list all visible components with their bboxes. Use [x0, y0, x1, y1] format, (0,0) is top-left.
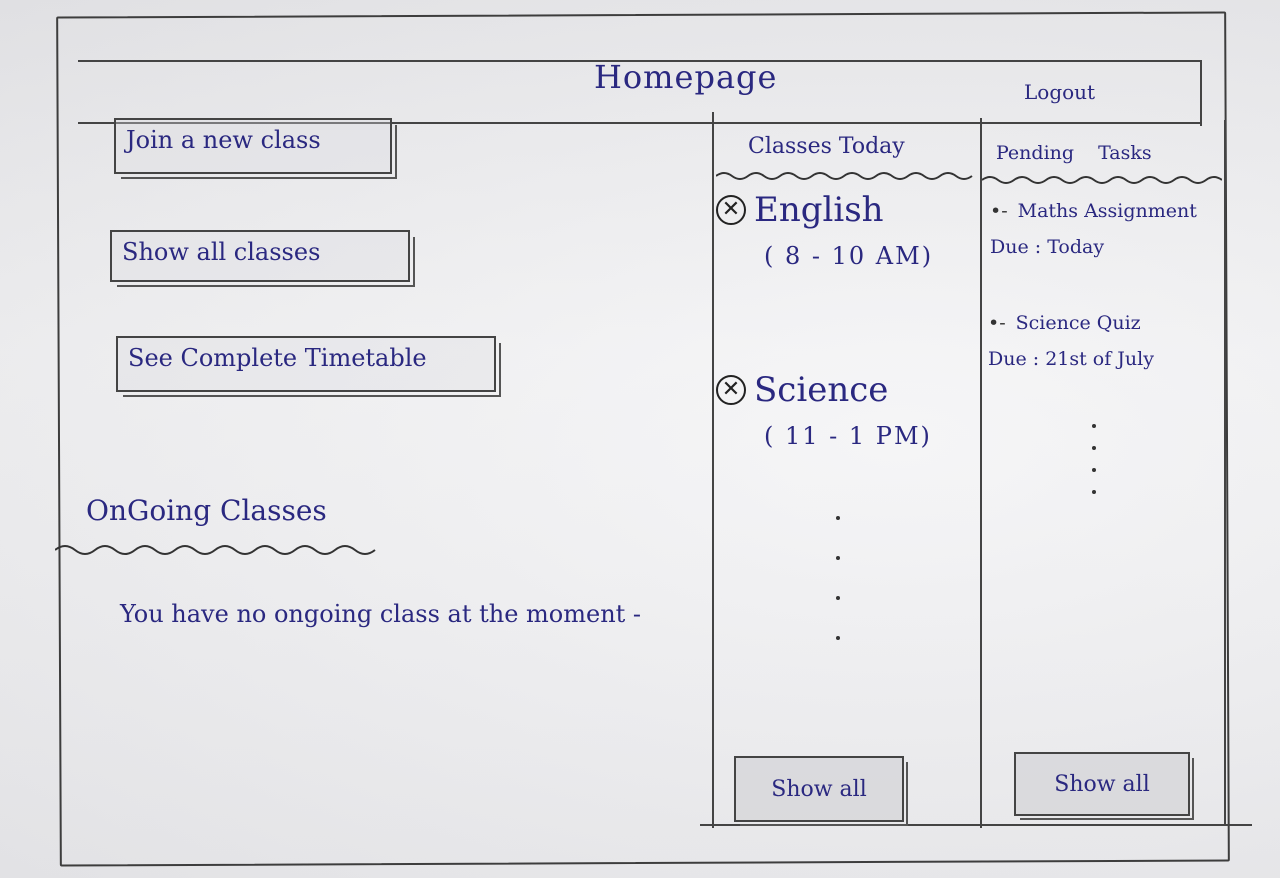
top-bar — [78, 60, 1202, 124]
class-time: ( 11 - 1 PM) — [764, 422, 932, 450]
right-edge-divider — [1224, 120, 1226, 826]
classes-today-title: Classes Today — [748, 134, 905, 159]
bullet-icon: •- — [988, 312, 1006, 334]
classes-today-underline — [716, 172, 973, 180]
tasks-show-all-button[interactable]: Show all — [1014, 752, 1194, 820]
task-item-science[interactable]: •- Science Quiz Due : 21st of July — [988, 312, 1208, 370]
class-time: ( 8 - 10 AM) — [764, 242, 934, 270]
more-tasks-ellipsis — [1092, 424, 1098, 530]
tasks-column-divider — [980, 118, 982, 828]
task-name: Maths Assignment — [1017, 200, 1197, 222]
bottom-divider — [700, 824, 1252, 826]
task-name: Science Quiz — [1015, 312, 1141, 334]
bullet-icon: •- — [990, 200, 1008, 222]
timetable-button[interactable]: See Complete Timetable — [116, 336, 501, 397]
x-circle-icon[interactable]: ✕ — [716, 195, 746, 225]
x-circle-icon[interactable]: ✕ — [716, 375, 746, 405]
class-name: English — [754, 190, 884, 230]
class-name: Science — [754, 370, 889, 410]
more-classes-ellipsis — [836, 516, 842, 676]
logout-button[interactable]: Logout — [1024, 80, 1096, 104]
ongoing-underline — [55, 545, 376, 555]
pending-tasks-title: Pending Tasks — [996, 142, 1152, 164]
ongoing-classes-title: OnGoing Classes — [86, 494, 327, 527]
ongoing-empty-message: You have no ongoing class at the moment … — [120, 600, 642, 628]
topbar-divider — [1200, 60, 1202, 126]
classes-show-all-button[interactable]: Show all — [734, 756, 908, 826]
pending-tasks-underline — [982, 176, 1222, 184]
task-due: Due : 21st of July — [988, 348, 1154, 370]
class-item-science: ✕ Science ( 11 - 1 PM) — [716, 370, 932, 450]
classes-column-divider — [712, 112, 714, 828]
task-due: Due : Today — [990, 236, 1105, 258]
task-item-maths[interactable]: •- Maths Assignment Due : Today — [990, 200, 1210, 258]
class-item-english: ✕ English ( 8 - 10 AM) — [716, 190, 933, 270]
page-title: Homepage — [594, 58, 778, 96]
show-all-classes-button[interactable]: Show all classes — [110, 230, 415, 287]
join-class-button[interactable]: Join a new class — [114, 118, 397, 179]
